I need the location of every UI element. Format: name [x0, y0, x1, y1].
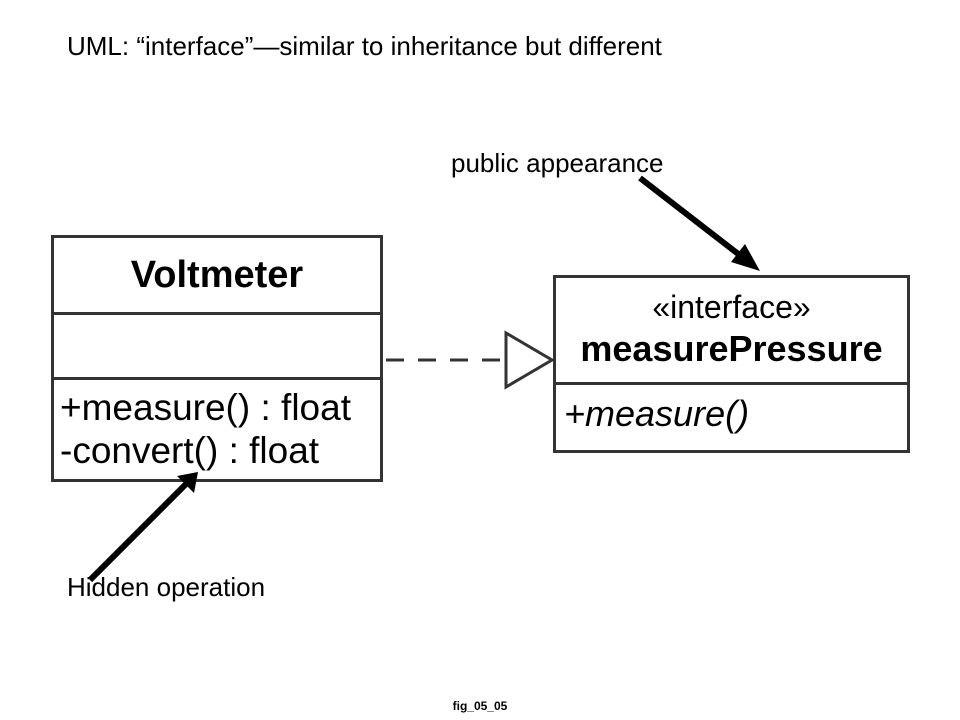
voltmeter-operation-measure: +measure() : float — [60, 387, 351, 428]
voltmeter-class-name: Voltmeter — [54, 238, 380, 315]
hidden-operation-arrow — [87, 472, 198, 583]
voltmeter-operations-section: +measure() : float -convert() : float — [54, 380, 380, 479]
public-appearance-arrow — [638, 175, 760, 271]
interface-operation-measure: +measure() — [564, 393, 750, 434]
interface-header-section: «interface» measurePressure — [556, 278, 907, 385]
interface-stereotype: «interface» — [652, 289, 811, 325]
public-appearance-label: public appearance — [451, 148, 664, 178]
voltmeter-class-box: Voltmeter +measure() : float -convert() … — [51, 235, 383, 482]
interface-name: measurePressure — [580, 328, 883, 369]
voltmeter-operation-convert: -convert() : float — [60, 430, 320, 471]
voltmeter-attributes-section — [54, 315, 380, 380]
realization-triangle-arrowhead — [504, 330, 555, 390]
figure-caption: fig_05_05 — [452, 699, 508, 713]
interface-operations-section: +measure() — [556, 385, 907, 450]
slide-title: UML: “interface”—similar to inheritance … — [67, 31, 662, 61]
hidden-operation-label: Hidden operation — [67, 572, 266, 602]
interface-box: «interface» measurePressure +measure() — [553, 275, 910, 453]
